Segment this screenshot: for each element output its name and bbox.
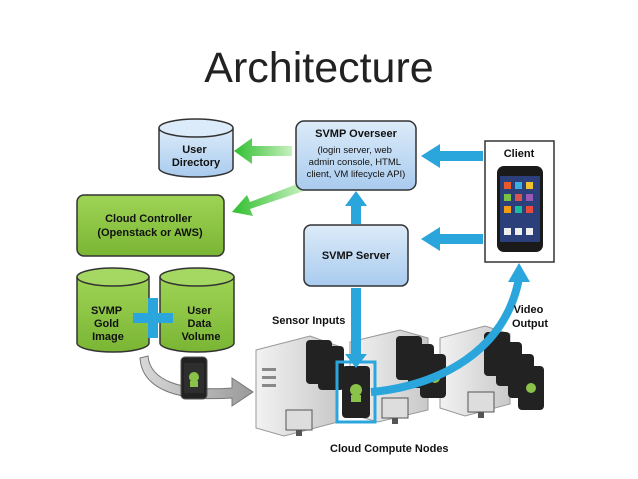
cloud-compute-nodes-cluster — [255, 325, 544, 437]
gold-image-label: SVMP Gold Image — [91, 305, 125, 343]
arrow-server-to-nodes — [345, 288, 367, 368]
client-box: Client — [484, 140, 555, 263]
arrow-video-output — [370, 277, 523, 396]
video-output-label: Video Output — [512, 304, 548, 330]
arrow-overseer-to-controller — [232, 183, 304, 216]
user-directory-database: User Directory — [158, 118, 234, 178]
page-title: Architecture — [204, 44, 434, 92]
arrow-video-output-head — [508, 263, 530, 282]
svmp-server-label: SVMP Server — [322, 250, 391, 262]
arrow-client-to-server — [421, 227, 483, 251]
virtual-device-icon — [180, 356, 208, 400]
plus-icon — [133, 298, 173, 338]
svmp-server-box: SVMP Server — [303, 224, 409, 287]
user-directory-label: User Directory — [172, 144, 221, 169]
monitor-icon — [285, 391, 495, 436]
active-virtual-device — [335, 360, 377, 424]
cloud-compute-nodes-label: Cloud Compute Nodes — [330, 443, 449, 455]
overseer-detail: (login server, web admin console, HTML c… — [307, 145, 406, 180]
arrow-overseer-to-directory — [234, 138, 292, 164]
svmp-overseer-box: SVMP Overseer (login server, web admin c… — [295, 120, 417, 191]
user-data-volume-label: User Data Volume — [182, 305, 221, 343]
overseer-title: SVMP Overseer — [315, 128, 397, 140]
arrow-images-to-nodes — [139, 355, 254, 407]
client-label: Client — [504, 148, 535, 160]
smartphone-icon — [497, 166, 543, 252]
cloud-controller-box: Cloud Controller (Openstack or AWS) — [76, 194, 225, 257]
sensor-inputs-label: Sensor Inputs — [272, 315, 345, 327]
arrow-client-to-overseer — [421, 144, 483, 168]
arrow-server-to-overseer — [345, 191, 367, 224]
cloud-controller-label: Cloud Controller (Openstack or AWS) — [97, 213, 203, 239]
svmp-gold-image-database: SVMP Gold Image — [76, 267, 150, 353]
user-data-volume-database: User Data Volume — [159, 267, 235, 353]
